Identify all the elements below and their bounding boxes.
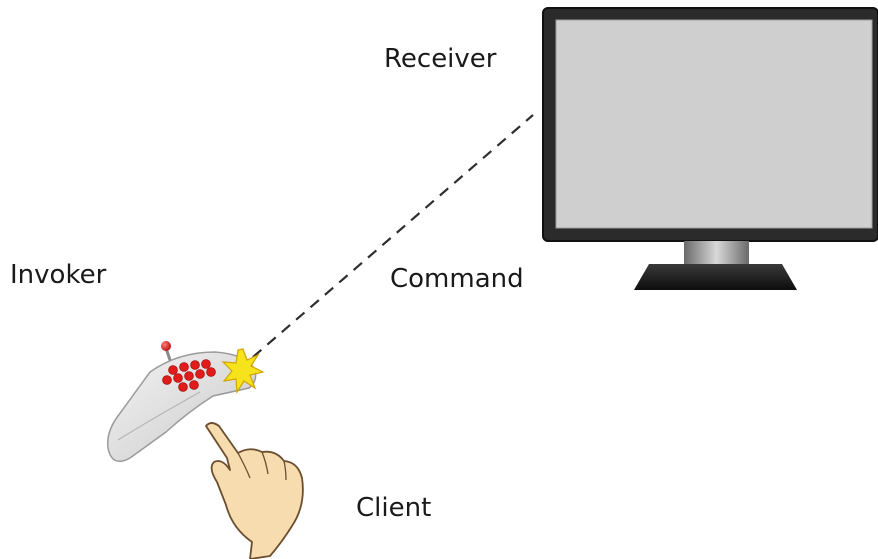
invoker-label: Invoker xyxy=(10,260,107,290)
pointing-hand-icon xyxy=(205,422,304,559)
monitor-icon xyxy=(542,7,878,290)
spark-icon xyxy=(221,348,265,394)
remote-buttons xyxy=(162,359,216,392)
client-label: Client xyxy=(356,493,432,523)
remote-control-icon xyxy=(106,341,257,463)
command-signal-line xyxy=(252,114,534,358)
receiver-label: Receiver xyxy=(384,44,497,74)
command-label: Command xyxy=(390,264,524,294)
